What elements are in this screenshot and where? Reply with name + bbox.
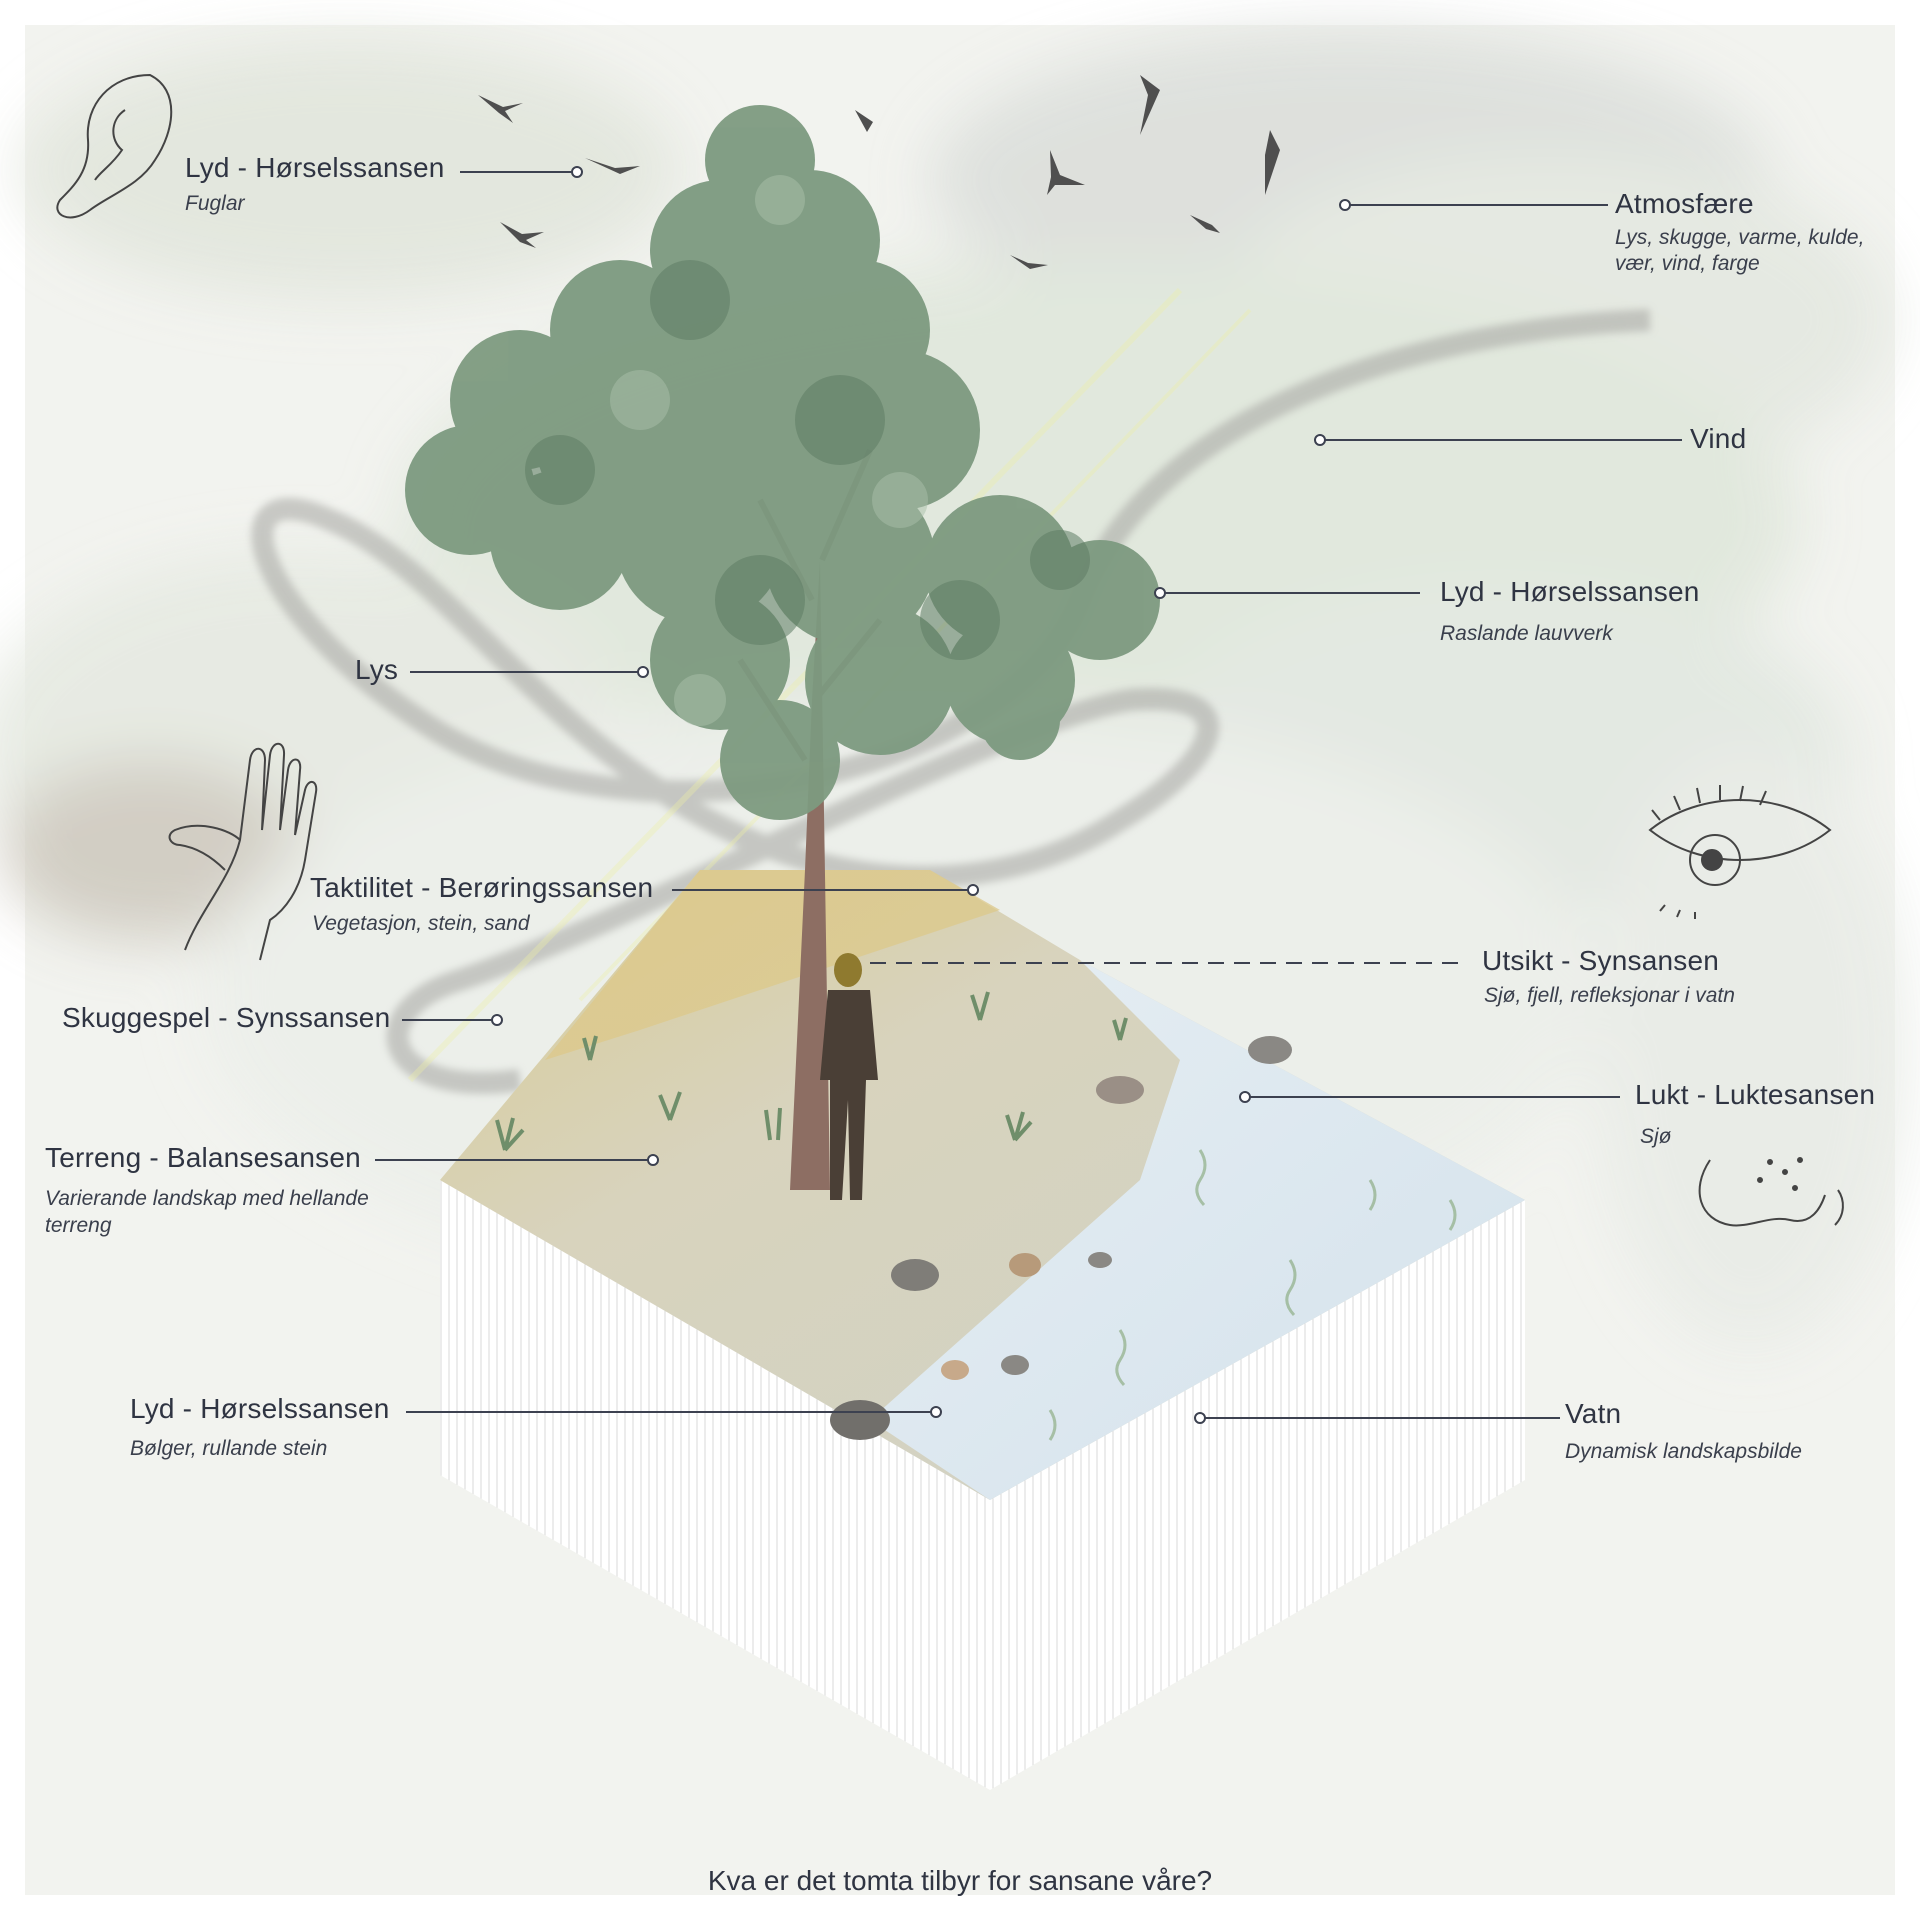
label-birds-sub: Fuglar xyxy=(185,192,245,215)
label-wind-title: Vind xyxy=(1690,423,1747,454)
water-surface xyxy=(870,960,1525,1500)
label-view-sub: Sjø, fjell, refleksjonar i vatn xyxy=(1484,984,1735,1007)
label-smell-sub: Sjø xyxy=(1640,1125,1672,1148)
hand-icon xyxy=(168,742,318,961)
label-waves-sub: Bølger, rullande stein xyxy=(130,1437,328,1460)
label-birds-title: Lyd - Hørselssansen xyxy=(185,152,445,183)
label-water-sub: Dynamisk landskapsbilde xyxy=(1565,1440,1802,1463)
label-terrain-sub1: Varierande landskap med hellande xyxy=(45,1187,369,1210)
label-shadow-title: Skuggespel - Synssansen xyxy=(62,1002,391,1033)
label-terrain-sub2: terreng xyxy=(45,1214,112,1237)
block-left-face xyxy=(440,1180,990,1790)
eye-icon xyxy=(1648,785,1832,919)
label-water-title: Vatn xyxy=(1565,1398,1622,1429)
label-atmosphere-title: Atmosfære xyxy=(1615,188,1754,219)
tree-foliage xyxy=(405,105,1160,820)
grass-tufts xyxy=(495,991,1128,1152)
person-figure xyxy=(820,953,878,1200)
label-smell-title: Lukt - Luktesansen xyxy=(1635,1079,1876,1110)
label-leaves-title: Lyd - Hørselssansen xyxy=(1440,576,1700,607)
block-right-face xyxy=(990,1200,1525,1790)
label-waves-title: Lyd - Hørselssansen xyxy=(130,1393,390,1424)
label-tactile-title: Taktilitet - Berøringssansen xyxy=(310,872,654,903)
label-light-title: Lys xyxy=(355,654,399,685)
label-atmosphere-sub1: Lys, skugge, varme, kulde, xyxy=(1615,226,1865,249)
stones xyxy=(830,1036,1292,1440)
label-terrain-title: Terreng - Balansesansen xyxy=(45,1142,361,1173)
label-leaves-sub: Raslande lauvverk xyxy=(1440,622,1613,645)
birds xyxy=(478,75,1280,269)
label-atmosphere-sub2: vær, vind, farge xyxy=(1615,252,1760,275)
diagram-caption: Kva er det tomta tilbyr for sansane våre… xyxy=(707,1865,1213,1896)
label-view-title: Utsikt - Synsansen xyxy=(1482,945,1720,976)
ear-icon xyxy=(56,73,173,219)
leader-lines xyxy=(375,166,1682,1424)
sand-ridge xyxy=(545,870,1000,1060)
nose-icon xyxy=(1698,1157,1844,1227)
label-tactile-sub: Vegetasjon, stein, sand xyxy=(312,912,530,935)
